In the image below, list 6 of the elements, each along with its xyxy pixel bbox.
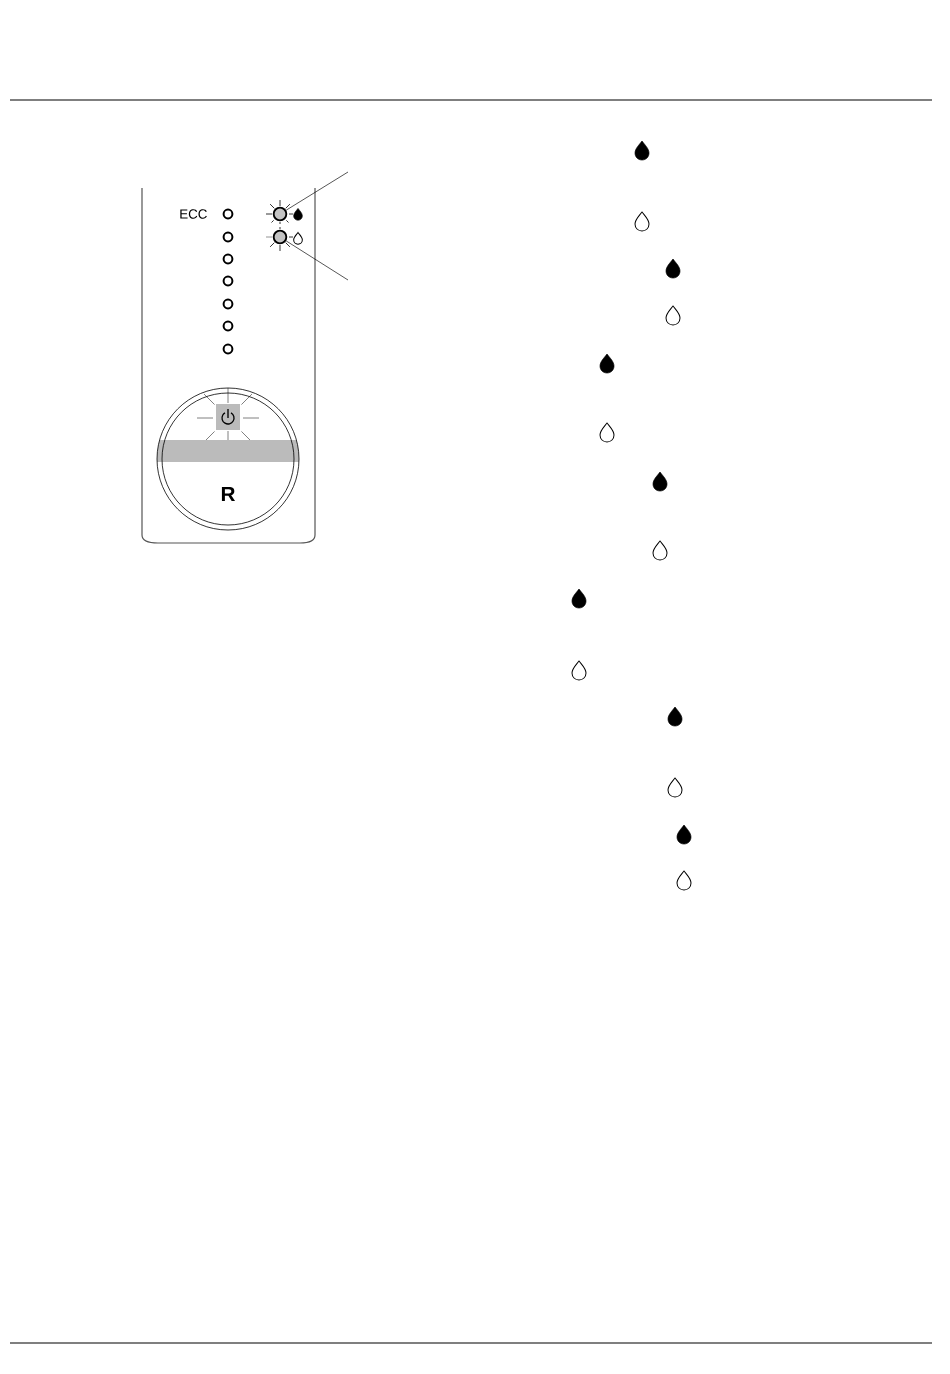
leader-line (285, 240, 349, 281)
leader-line (285, 171, 349, 211)
blinking-light (272, 206, 288, 222)
blinking-light (272, 229, 288, 245)
panel-label: ECC (180, 209, 207, 219)
dial-button: R (156, 387, 300, 531)
